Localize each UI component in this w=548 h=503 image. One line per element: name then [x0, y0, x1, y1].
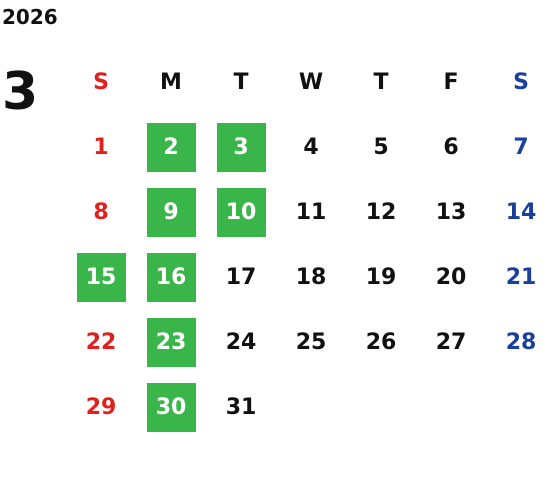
day-number: 16	[146, 253, 196, 302]
weekday-header-wed: W	[298, 70, 324, 95]
day-number: 30	[146, 383, 196, 432]
day-number: 20	[435, 265, 467, 290]
empty-cell	[486, 375, 548, 440]
day-number: 14	[505, 200, 537, 225]
day-cell[interactable]: 16	[136, 245, 206, 310]
weekday-header-mon: M	[160, 70, 182, 95]
day-cell[interactable]: 5	[346, 115, 416, 180]
day-cell[interactable]: 7	[486, 115, 548, 180]
day-number: 24	[225, 330, 257, 355]
day-cell[interactable]: 26	[346, 310, 416, 375]
day-cell[interactable]: 25	[276, 310, 346, 375]
day-cell[interactable]: 21	[486, 245, 548, 310]
weekday-header-sat: S	[513, 70, 529, 95]
day-number: 12	[365, 200, 397, 225]
day-number: 23	[146, 318, 196, 367]
day-cell[interactable]: 2	[136, 115, 206, 180]
day-number: 26	[365, 330, 397, 355]
day-number: 17	[225, 265, 257, 290]
day-cell[interactable]: 24	[206, 310, 276, 375]
day-number: 1	[93, 135, 109, 160]
day-number	[287, 383, 336, 432]
day-cell[interactable]: 22	[66, 310, 136, 375]
weekday-header-thu: T	[373, 70, 389, 95]
day-cell[interactable]: 6	[416, 115, 486, 180]
day-cell[interactable]: 15	[66, 245, 136, 310]
day-cell[interactable]: 27	[416, 310, 486, 375]
weekday-header-sun: S	[93, 70, 109, 95]
day-number: 3	[216, 123, 266, 172]
day-number: 31	[225, 395, 257, 420]
day-cell[interactable]: 20	[416, 245, 486, 310]
day-number: 11	[295, 200, 327, 225]
day-number: 4	[303, 135, 319, 160]
day-number	[427, 383, 476, 432]
day-number: 6	[443, 135, 459, 160]
day-number: 21	[505, 265, 537, 290]
day-cell[interactable]: 10	[206, 180, 276, 245]
day-number: 22	[85, 330, 117, 355]
day-cell[interactable]: 18	[276, 245, 346, 310]
day-cell[interactable]: 8	[66, 180, 136, 245]
day-number: 13	[435, 200, 467, 225]
day-number	[357, 383, 406, 432]
weekday-header-tue: T	[233, 70, 249, 95]
empty-cell	[276, 375, 346, 440]
empty-cell	[346, 375, 416, 440]
day-cell[interactable]: 17	[206, 245, 276, 310]
day-cell[interactable]: 28	[486, 310, 548, 375]
day-number: 8	[93, 200, 109, 225]
day-cell[interactable]: 23	[136, 310, 206, 375]
empty-cell	[416, 375, 486, 440]
day-cell[interactable]: 14	[486, 180, 548, 245]
day-number	[497, 383, 546, 432]
year-label: 2026	[2, 5, 58, 29]
day-cell[interactable]: 9	[136, 180, 206, 245]
day-number: 25	[295, 330, 327, 355]
day-cell[interactable]: 29	[66, 375, 136, 440]
day-cell[interactable]: 31	[206, 375, 276, 440]
day-number: 7	[513, 135, 529, 160]
day-number: 29	[85, 395, 117, 420]
day-number: 19	[365, 265, 397, 290]
day-number: 10	[216, 188, 266, 237]
day-number: 28	[505, 330, 537, 355]
day-cell[interactable]: 12	[346, 180, 416, 245]
day-cell[interactable]: 4	[276, 115, 346, 180]
day-cell[interactable]: 19	[346, 245, 416, 310]
day-number: 27	[435, 330, 467, 355]
day-cell[interactable]: 1	[66, 115, 136, 180]
day-number: 15	[76, 253, 126, 302]
day-number: 2	[146, 123, 196, 172]
day-number: 18	[295, 265, 327, 290]
weekday-header-fri: F	[443, 70, 459, 95]
month-number: 3	[2, 62, 39, 122]
day-cell[interactable]: 3	[206, 115, 276, 180]
day-number: 5	[373, 135, 389, 160]
day-cell[interactable]: 13	[416, 180, 486, 245]
day-cell[interactable]: 30	[136, 375, 206, 440]
day-cell[interactable]: 11	[276, 180, 346, 245]
day-number: 9	[146, 188, 196, 237]
